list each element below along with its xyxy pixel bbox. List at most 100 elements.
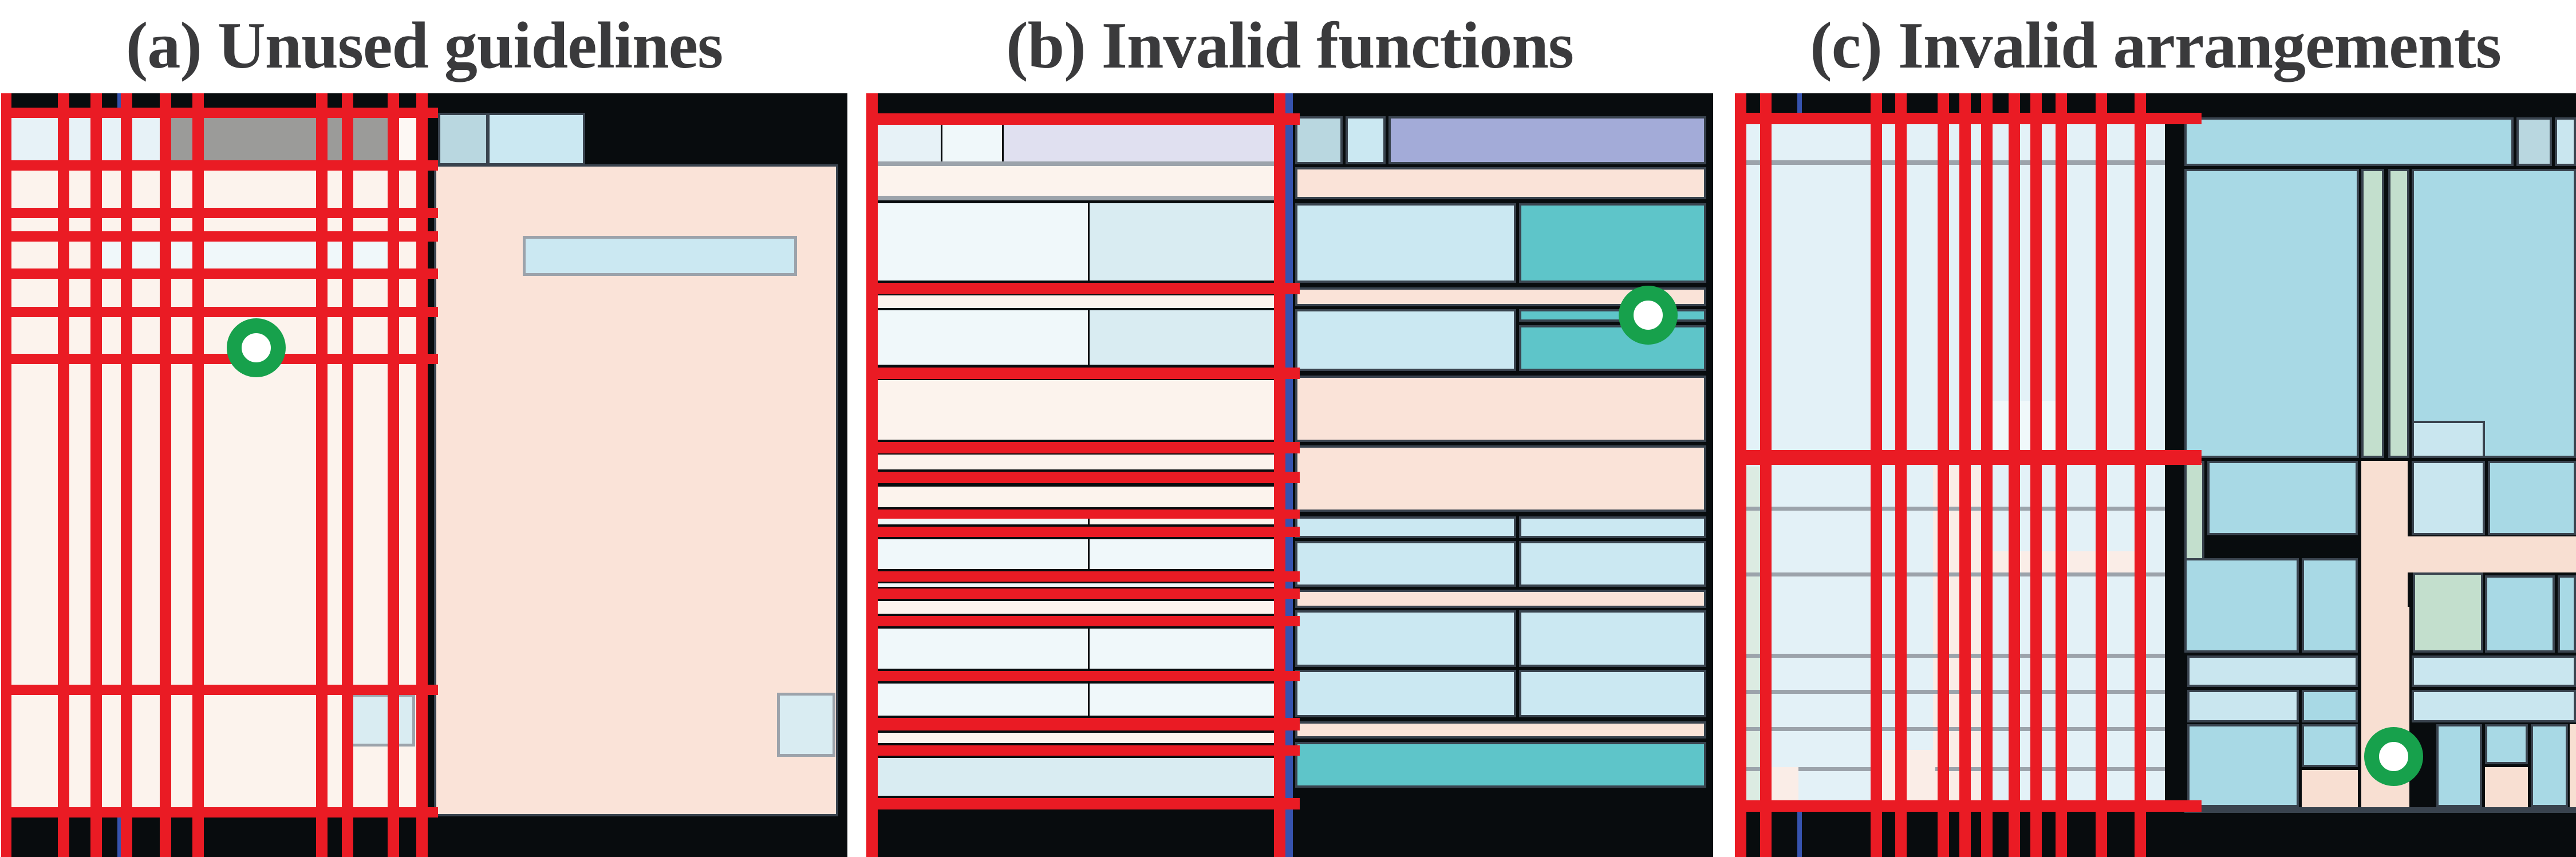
red-guideline-h	[866, 472, 1300, 483]
mockup-cell	[2187, 724, 2299, 807]
red-guideline-v	[2030, 93, 2042, 857]
red-guideline-h	[1, 807, 438, 817]
mockup-cell	[872, 196, 1274, 200]
mockup-cell	[1004, 121, 1274, 161]
mockup-cell	[1742, 572, 2165, 576]
mockup-cell	[1295, 309, 1516, 371]
mockup-cell	[1090, 539, 1274, 569]
mockup-cell	[872, 380, 1274, 440]
red-guideline-v	[1938, 93, 1949, 857]
mockup-cell	[872, 629, 1088, 669]
green-circle-marker	[1618, 285, 1678, 345]
mockup-cell	[2555, 117, 2576, 166]
mockup-cell	[872, 583, 1274, 587]
mockup-cell	[872, 684, 1088, 716]
red-guideline-h	[1, 268, 438, 279]
red-guideline-h	[866, 589, 1300, 599]
mockup-cell	[1519, 541, 1706, 587]
panel-c-canvas	[1735, 93, 2576, 857]
mockup-cell	[1742, 767, 2165, 771]
mockup-cell	[2436, 724, 2482, 807]
mockup-cell	[1295, 590, 1706, 608]
mockup-cell	[2412, 421, 2485, 458]
mockup-cell	[2488, 461, 2576, 535]
mockup-cell	[1519, 309, 1706, 322]
mockup-cell	[1519, 610, 1706, 667]
mockup-cell	[2412, 461, 2485, 535]
mockup-cell	[1295, 670, 1516, 717]
mockup-cell	[1742, 654, 2165, 658]
mockup-cell	[942, 121, 1002, 161]
mockup-cell	[2388, 169, 2409, 458]
red-guideline-h	[1, 108, 438, 118]
red-guideline-v	[1871, 93, 1882, 857]
red-guideline-h	[866, 745, 1300, 756]
red-guideline-h	[866, 283, 1300, 294]
red-guideline-v	[1981, 93, 1993, 857]
red-guideline-h	[1, 307, 438, 317]
mockup-cell	[2184, 117, 2514, 166]
mockup-cell	[2558, 575, 2576, 653]
mockup-cell	[2302, 724, 2358, 767]
mockup-cell	[1295, 116, 1343, 164]
mockup-cell	[872, 519, 1088, 524]
mockup-cell	[1090, 684, 1274, 716]
red-guideline-v	[90, 93, 102, 857]
mockup-cell	[872, 487, 1274, 507]
mockup-cell	[1742, 160, 2165, 165]
mockup-cell	[2302, 770, 2358, 807]
red-guideline-h	[1, 231, 438, 242]
panel-a-title: (a) Unused guidelines	[125, 9, 724, 82]
red-guideline-v	[1760, 93, 1772, 857]
mockup-cell	[523, 236, 797, 276]
mockup-cell	[872, 539, 1088, 569]
red-guideline-v	[2096, 93, 2107, 857]
mockup-cell	[1295, 742, 1706, 788]
red-guideline-h	[866, 571, 1300, 582]
mockup-cell	[872, 758, 1274, 796]
panel-b-canvas	[866, 93, 1713, 857]
red-guideline-h	[866, 113, 1300, 125]
red-guideline-h	[866, 671, 1300, 681]
mockup-cell	[2207, 461, 2358, 535]
mockup-cell	[1295, 721, 1706, 738]
mockup-cell	[872, 203, 1088, 281]
green-circle-marker	[226, 318, 286, 377]
red-guideline-v	[388, 93, 399, 857]
mockup-cell	[2485, 724, 2528, 764]
red-guideline-v	[1274, 93, 1285, 857]
mockup-cell	[1519, 670, 1706, 717]
mockup-cell	[872, 601, 1274, 614]
red-guideline-v	[866, 93, 878, 857]
mockup-cell	[3, 116, 162, 162]
mockup-cell	[1987, 401, 2061, 452]
mockup-cell	[872, 166, 1274, 196]
mockup-cell	[2184, 807, 2576, 813]
mockup-cell	[872, 121, 941, 161]
panel-b-title: (b) Invalid functions	[1005, 9, 1574, 82]
mockup-cell	[2184, 169, 2359, 458]
red-guideline-h	[866, 510, 1300, 519]
mockup-cell	[2408, 536, 2576, 572]
mockup-cell	[2413, 572, 2483, 653]
red-guideline-v	[2009, 93, 2020, 857]
mockup-cell	[2361, 461, 2408, 607]
mockup-cell	[872, 310, 1088, 365]
mockup-cell	[872, 455, 1274, 469]
red-guideline-v	[192, 93, 204, 857]
mockup-cell	[1295, 610, 1516, 667]
mockup-cell	[2485, 767, 2528, 807]
mockup-cell	[346, 694, 415, 747]
red-guideline-v	[316, 93, 328, 857]
mockup-cell	[1295, 541, 1516, 587]
mockup-cell	[1295, 516, 1516, 538]
red-guideline-h	[866, 527, 1300, 537]
panel-c-title: (c) Invalid arrangements	[1810, 9, 2502, 82]
mockup-cell	[2412, 169, 2576, 458]
red-guideline-h	[866, 718, 1300, 730]
mockup-cell	[1090, 629, 1274, 669]
mockup-cell	[2570, 724, 2576, 807]
red-guideline-v	[416, 93, 428, 857]
mockup-cell	[1346, 116, 1386, 164]
